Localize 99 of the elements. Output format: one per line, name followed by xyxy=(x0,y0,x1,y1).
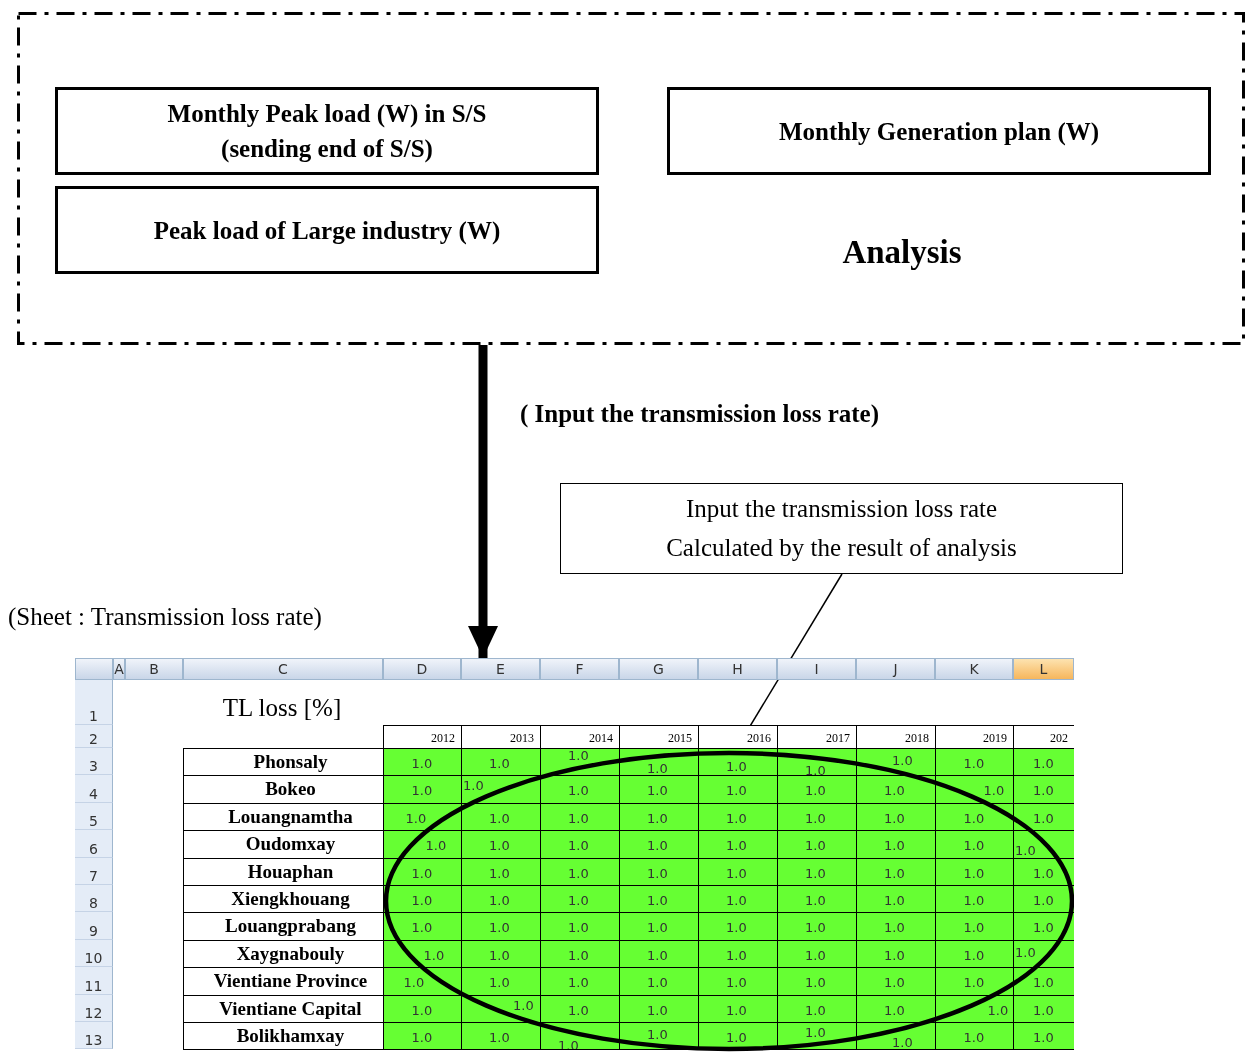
row-number: 3 xyxy=(75,748,113,776)
column-header: G xyxy=(619,658,698,680)
column-header: E xyxy=(461,658,540,680)
loss-rate-value: 1.0 xyxy=(698,994,778,1023)
loss-rate-value: 1.0 xyxy=(383,748,462,777)
loss-rate-value: 1.0 xyxy=(777,912,857,941)
row-number: 7 xyxy=(75,857,113,885)
row-number: 1 xyxy=(75,680,113,725)
loss-rate-value: 1.0 xyxy=(698,775,778,804)
loss-rate-value: 1.0 xyxy=(540,885,620,914)
row-number: 11 xyxy=(75,967,113,995)
column-header: H xyxy=(698,658,777,680)
loss-rate-value: 1.0 xyxy=(777,967,857,996)
loss-rate-value: 1.0 xyxy=(1013,912,1074,941)
loss-rate-value: 1.0 xyxy=(1013,1022,1074,1051)
loss-rate-value: 1.0 xyxy=(935,885,1014,914)
loss-rate-value: 1.0 xyxy=(461,1022,541,1051)
row-number: 4 xyxy=(75,775,113,803)
loss-rate-value: 1.0 xyxy=(619,775,699,804)
column-header: J xyxy=(856,658,935,680)
loss-rate-value: 1.0 xyxy=(935,748,1014,777)
loss-rate-value: 1.0 xyxy=(777,994,857,1023)
loss-rate-value: 1.0 xyxy=(461,748,541,777)
province-name: Bolikhamxay xyxy=(183,1022,384,1051)
loss-rate-value: 1.0 xyxy=(1013,885,1074,914)
loss-rate-value: 1.0 xyxy=(935,912,1014,941)
loss-rate-value: 1.0 xyxy=(1013,748,1074,777)
row-number: 5 xyxy=(75,802,113,831)
loss-rate-value: 1.0 xyxy=(1013,830,1074,859)
input-box: Monthly Generation plan (W) xyxy=(667,87,1211,175)
column-header: F xyxy=(540,658,619,680)
row-number: 9 xyxy=(75,912,113,940)
loss-rate-value: 1.0 xyxy=(777,885,857,914)
loss-rate-value: 1.0 xyxy=(619,857,699,886)
loss-rate-value: 1.0 xyxy=(935,830,1014,859)
loss-rate-value: 1.0 xyxy=(461,967,541,996)
loss-rate-value: 1.0 xyxy=(540,912,620,941)
loss-rate-value: 1.0 xyxy=(935,967,1014,996)
loss-rate-value: 1.0 xyxy=(383,994,462,1023)
loss-rate-value: 1.0 xyxy=(540,994,620,1023)
column-header: K xyxy=(935,658,1013,680)
loss-rate-value: 1.0 xyxy=(540,775,620,804)
column-header: I xyxy=(777,658,856,680)
province-name: Phonsaly xyxy=(183,748,384,777)
loss-rate-value: 1.0 xyxy=(856,967,936,996)
loss-rate-value: 1.0 xyxy=(461,830,541,859)
loss-rate-value: 1.0 xyxy=(856,994,936,1023)
loss-rate-value: 1.0 xyxy=(856,830,936,859)
loss-rate-value: 1.0 xyxy=(461,912,541,941)
input-box: Peak load of Large industry (W) xyxy=(55,186,599,274)
loss-rate-value: 1.0 xyxy=(777,857,857,886)
row-number: 6 xyxy=(75,830,113,858)
loss-rate-value: 1.0 xyxy=(698,912,778,941)
year-header: 2016 xyxy=(698,725,778,749)
loss-rate-value: 1.0 xyxy=(698,857,778,886)
loss-rate-value: 1.0 xyxy=(1013,967,1074,996)
loss-rate-value: 1.0 xyxy=(856,885,936,914)
column-header: D xyxy=(383,658,461,680)
loss-rate-value: 1.0 xyxy=(540,857,620,886)
loss-rate-value: 1.0 xyxy=(1013,775,1074,804)
loss-rate-value: 1.0 xyxy=(383,1022,462,1051)
row-number: 12 xyxy=(75,994,113,1022)
input-box: Monthly Peak load (W) in S/S (sending end of S/S) xyxy=(55,87,599,175)
loss-rate-value: 1.0 xyxy=(383,885,462,914)
loss-rate-value: 1.0 xyxy=(619,912,699,941)
analysis-heading: Analysis xyxy=(841,234,963,271)
loss-rate-value: 1.0 xyxy=(698,967,778,996)
loss-rate-value: 1.0 xyxy=(856,775,936,804)
loss-rate-value: 1.0 xyxy=(777,830,857,859)
loss-rate-value: 1.0 xyxy=(461,885,541,914)
loss-rate-value: 1.0 xyxy=(619,885,699,914)
column-header: A xyxy=(113,658,125,680)
loss-rate-value: 1.0 xyxy=(540,830,620,859)
loss-rate-value: 1.0 xyxy=(777,775,857,804)
year-header: 2012 xyxy=(383,725,462,749)
row-number: 8 xyxy=(75,885,113,913)
callout-box: Input the transmission loss rate Calculated by the result of analysis xyxy=(560,483,1123,574)
loss-rate-value: 1.0 xyxy=(935,1022,1014,1051)
loss-rate-value: 1.0 xyxy=(856,857,936,886)
sheet-caption: (Sheet : Transmission loss rate) xyxy=(8,603,322,631)
column-header: B xyxy=(125,658,183,680)
loss-rate-value: 1.0 xyxy=(935,857,1014,886)
loss-rate-value: 1.0 xyxy=(1013,994,1074,1023)
loss-rate-value: 1.0 xyxy=(619,994,699,1023)
loss-rate-value: 1.0 xyxy=(461,857,541,886)
column-header: L xyxy=(1013,658,1074,680)
loss-rate-value: 1.0 xyxy=(698,885,778,914)
column-header: C xyxy=(183,658,383,680)
row-number: 13 xyxy=(75,1022,113,1050)
row-number: 10 xyxy=(75,939,113,968)
sheet-title: TL loss [%] xyxy=(221,693,343,723)
loss-rate-value: 1.0 xyxy=(698,830,778,859)
loss-rate-value: 1.0 xyxy=(856,912,936,941)
loss-rate-value: 1.0 xyxy=(383,775,462,804)
loss-rate-value: 1.0 xyxy=(619,830,699,859)
loss-rate-value: 1.0 xyxy=(619,967,699,996)
loss-rate-value: 1.0 xyxy=(383,912,462,941)
loss-rate-value: 1.0 xyxy=(540,967,620,996)
row-number: 2 xyxy=(75,725,113,748)
